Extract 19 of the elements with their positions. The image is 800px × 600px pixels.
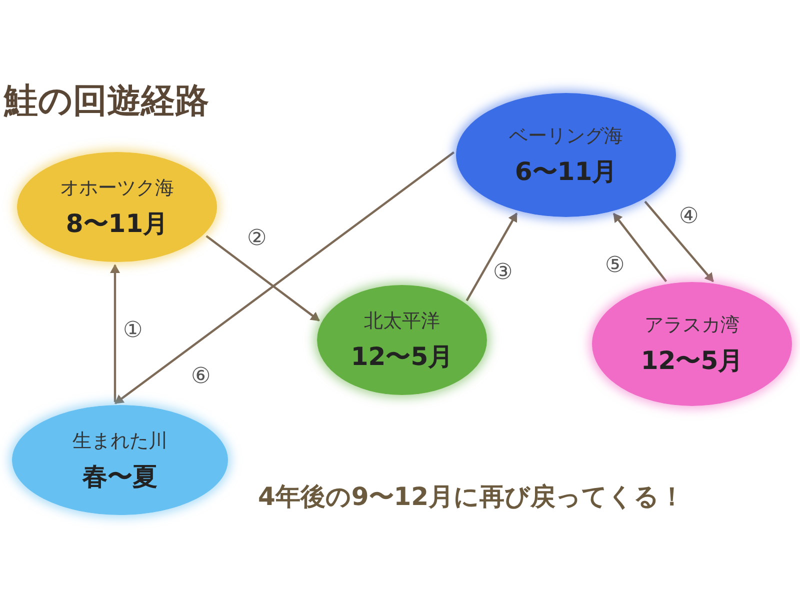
note: 4年後の9〜12月に再び戻ってくる！	[258, 481, 685, 513]
month-range: 12〜5月	[350, 340, 454, 372]
arrow	[110, 264, 120, 402]
place-name: 生まれた川	[72, 428, 168, 454]
month-range: 8〜11月	[66, 208, 168, 240]
month-range: 12〜5月	[640, 344, 744, 376]
ellipse-node	[317, 285, 487, 395]
month-range: 春〜夏	[82, 460, 158, 492]
title: 鮭の回遊経路	[4, 80, 209, 123]
arrow	[644, 200, 714, 282]
month-range: 6〜11月	[514, 156, 618, 188]
arrow	[206, 235, 320, 322]
ellipse-node	[17, 152, 217, 262]
arrow	[466, 212, 518, 302]
place-name: アラスカ湾	[644, 312, 740, 338]
place-name: オホーツク海	[60, 176, 174, 200]
place-name: ベーリング海	[509, 124, 623, 148]
arrow	[114, 151, 455, 404]
place-name: 北太平洋	[364, 308, 440, 334]
